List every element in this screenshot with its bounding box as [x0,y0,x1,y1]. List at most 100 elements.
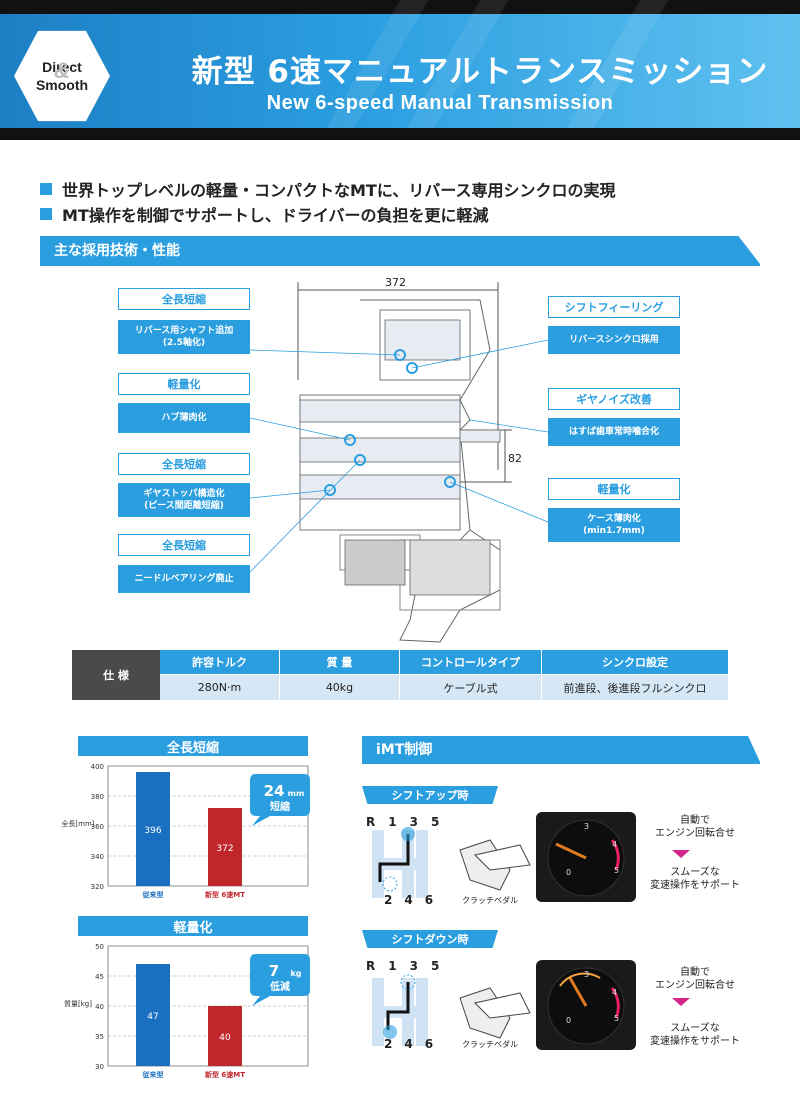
differential [409,539,491,596]
bar [136,964,170,1066]
bullet-square-icon [40,182,52,195]
y-tick-label: 50 [95,943,104,951]
x-category-label: 従来型 [142,1070,164,1079]
gauge-tick: 0 [566,868,572,877]
callout-right-desc: リバースシンクロ採用 [548,326,680,354]
bullet-square-icon [40,207,52,220]
y-tick-label: 360 [91,823,104,831]
callout-point [354,454,366,466]
shaft-lower [299,474,461,500]
shift-path-up [378,834,410,882]
callout-left-label: 全長短縮 [118,453,250,475]
spec-header: シンクロ設定 [542,650,728,674]
clutch-pedal-icon [459,987,531,1039]
gauge-tick: 4 [612,988,618,997]
section-tech-title: 主な採用技術・性能 [54,243,180,259]
callout-right-label: シフトフィーリング [548,296,680,318]
x-category-label: 新型 6速MT [205,1070,245,1079]
x-category-label: 従来型 [142,890,164,899]
bullet-text: 世界トップレベルの軽量・コンパクトなMTに、リバース専用シンクロの実現 [62,180,616,200]
bar-value-label: 372 [216,844,233,854]
shift-path-down [386,982,410,1030]
shift-gate-diagram [372,978,428,1046]
clutch-pedal-label: クラッチペダル [462,1040,518,1049]
imt-panel-label: シフトアップ時 [362,786,498,804]
imt-panel-label: シフトダウン時 [362,930,498,948]
imt-note-support: スムーズな 変速操作をサポート [650,1023,740,1047]
callout-left-label: 全長短縮 [118,288,250,310]
gauge-tick: 3 [584,970,590,979]
callout-text: 低減 [269,980,290,993]
callout-value: 7 [269,962,279,980]
imt-note-support: スムーズな 変速操作をサポート [650,867,740,891]
chart-title: 全長短縮 [78,736,308,756]
down-arrow-icon [672,998,690,1006]
shaft-middle [299,437,461,463]
y-tick-label: 400 [91,763,104,771]
spec-header: コントロールタイプ [400,650,542,674]
y-tick-label: 40 [95,1003,104,1011]
imt-title: iMT制御 [376,742,433,758]
gate-bottom-labels: 246 [384,893,446,907]
gauge-tick: 3 [584,822,590,831]
gear-target-marker [383,1025,397,1039]
gate-bottom-labels: 246 [384,1037,446,1051]
gate-top-labels: R135 [366,815,453,829]
header-top-strip [0,0,800,14]
bullet-item: MT操作を制御でサポートし、ドライバーの負担を更に軽減 [40,201,616,226]
y-tick-label: 340 [91,853,104,861]
badge-amp: & [54,58,70,83]
gear-start-marker [382,876,398,892]
callout-left-desc: ニードルベアリング廃止 [118,565,250,593]
dim-height-label: 82 [508,452,522,465]
chart-title: 軽量化 [78,916,308,936]
y-tick-label: 30 [95,1063,104,1071]
spec-value: 280N·m [160,675,280,700]
header-bottom-strip [0,128,800,140]
gear-start-marker [400,974,416,990]
y-axis-label: 質量[kg] [64,999,92,1008]
section-tech-bar: 主な採用技術・性能 [40,236,760,264]
callout-unit: kg [290,969,301,978]
shaft-upper [299,399,461,423]
spec-header: 許容トルク [160,650,280,674]
badge-line2: Smooth [35,77,89,93]
page-title: 新型 6速マニュアルトランスミッション [191,54,769,90]
spec-value: 40kg [280,675,400,700]
imt-note-auto: 自動で エンジン回転合せ [655,967,735,991]
imt-underline [362,762,760,764]
output-shaft [459,429,501,443]
clutch-pedal-label: クラッチペダル [462,896,518,905]
callout-right-desc: ケース薄肉化 (min1.7mm) [548,508,680,542]
callout-point [344,434,356,446]
gate-top-labels: R135 [366,959,453,973]
tachometer-gauge [536,960,636,1050]
spec-table: 仕 様 許容トルク 質 量 コントロールタイプ シンクロ設定 280N·m 40… [72,650,728,700]
intro-bullets: 世界トップレベルの軽量・コンパクトなMTに、リバース専用シンクロの実現 MT操作… [40,176,616,226]
callout-left-desc: リバース用シャフト追加 (2.5軸化) [118,320,250,354]
gauge-tick: 5 [614,1014,620,1023]
callout-text: 短縮 [270,800,290,813]
callout-left-label: 全長短縮 [118,534,250,556]
bullet-item: 世界トップレベルの軽量・コンパクトなMTに、リバース専用シンクロの実現 [40,176,616,201]
callout-left-desc: ハブ薄肉化 [118,403,250,433]
imt-note-auto: 自動で エンジン回転合せ [655,815,735,839]
diff-housing [344,539,406,586]
callout-unit: mm [288,789,305,798]
header-banner [0,0,800,140]
y-tick-label: 35 [95,1033,104,1041]
reverse-shaft [384,319,461,361]
callout-left-label: 軽量化 [118,373,250,395]
spec-value: ケーブル式 [400,675,542,700]
bullet-text: MT操作を制御でサポートし、ドライバーの負担を更に軽減 [62,205,489,225]
tachometer-gauge [536,812,636,902]
clutch-pedal-icon [459,839,531,891]
bar-value-label: 40 [219,1033,231,1043]
callout-value: 24 [264,782,285,800]
callout-right-label: 軽量化 [548,478,680,500]
bar-value-label: 47 [147,1012,158,1022]
callout-point [324,484,336,496]
y-tick-label: 45 [95,973,104,981]
